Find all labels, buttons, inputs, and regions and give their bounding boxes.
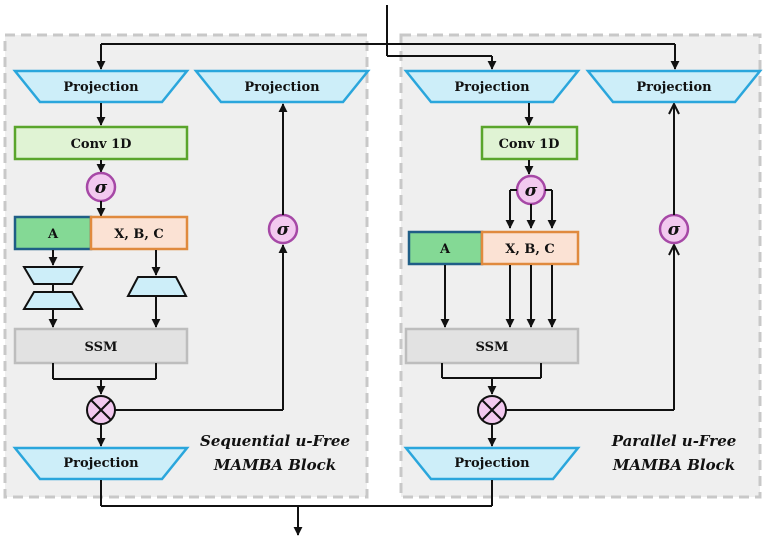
left-discretize-bottom [22, 291, 84, 310]
output-wires [100, 480, 493, 536]
right-sigma-gate-label: σ [668, 220, 681, 240]
right-ssm [404, 327, 580, 365]
left-sigma-gate-label: σ [277, 220, 290, 240]
left-caption-line1: Sequential u-Free [200, 432, 350, 450]
left-a-label: A [47, 227, 59, 242]
input-wires [96, 5, 680, 70]
left-discretize-top [22, 266, 84, 285]
left-projection-in-label: Projection [63, 80, 139, 95]
right-conv1d [480, 125, 579, 161]
right-projection-gate [585, 69, 763, 104]
right-projection-in [403, 69, 581, 104]
right-conv1d-label: Conv 1D [499, 137, 560, 152]
left-ssm-label: SSM [85, 340, 118, 355]
left-projection-out [12, 446, 190, 481]
left-conv1d [13, 125, 189, 161]
right-caption-line1: Parallel u-Free [611, 432, 737, 450]
left-ssm [13, 327, 189, 365]
right-xbc-params [480, 230, 580, 266]
right-a-param [407, 230, 484, 266]
right-block: Projection Projection Conv 1D σ A X, B, … [403, 69, 763, 481]
right-projection-gate-label: Projection [636, 80, 712, 95]
left-xbc-discretize [126, 276, 188, 297]
left-projection-gate [193, 69, 371, 104]
right-ssm-label: SSM [476, 340, 509, 355]
left-projection-out-label: Projection [63, 456, 139, 471]
left-block: Projection Projection Conv 1D σ A X, B, … [12, 69, 371, 481]
left-conv1d-label: Conv 1D [71, 137, 132, 152]
right-caption-line2: MAMBA Block [612, 456, 735, 474]
left-projection-in [12, 69, 190, 104]
right-a-label: A [439, 242, 451, 257]
right-panel [399, 33, 762, 499]
right-xbc-label: X, B, C [505, 242, 555, 257]
left-caption-line2: MAMBA Block [213, 456, 336, 474]
left-xbc-params [89, 215, 189, 251]
left-a-param [13, 215, 93, 251]
right-projection-out [403, 446, 581, 481]
right-projection-in-label: Projection [454, 80, 530, 95]
right-sigma-label: σ [525, 181, 538, 201]
left-xbc-label: X, B, C [114, 227, 164, 242]
left-projection-gate-label: Projection [244, 80, 320, 95]
right-projection-out-label: Projection [454, 456, 530, 471]
left-sigma-label: σ [95, 178, 108, 198]
